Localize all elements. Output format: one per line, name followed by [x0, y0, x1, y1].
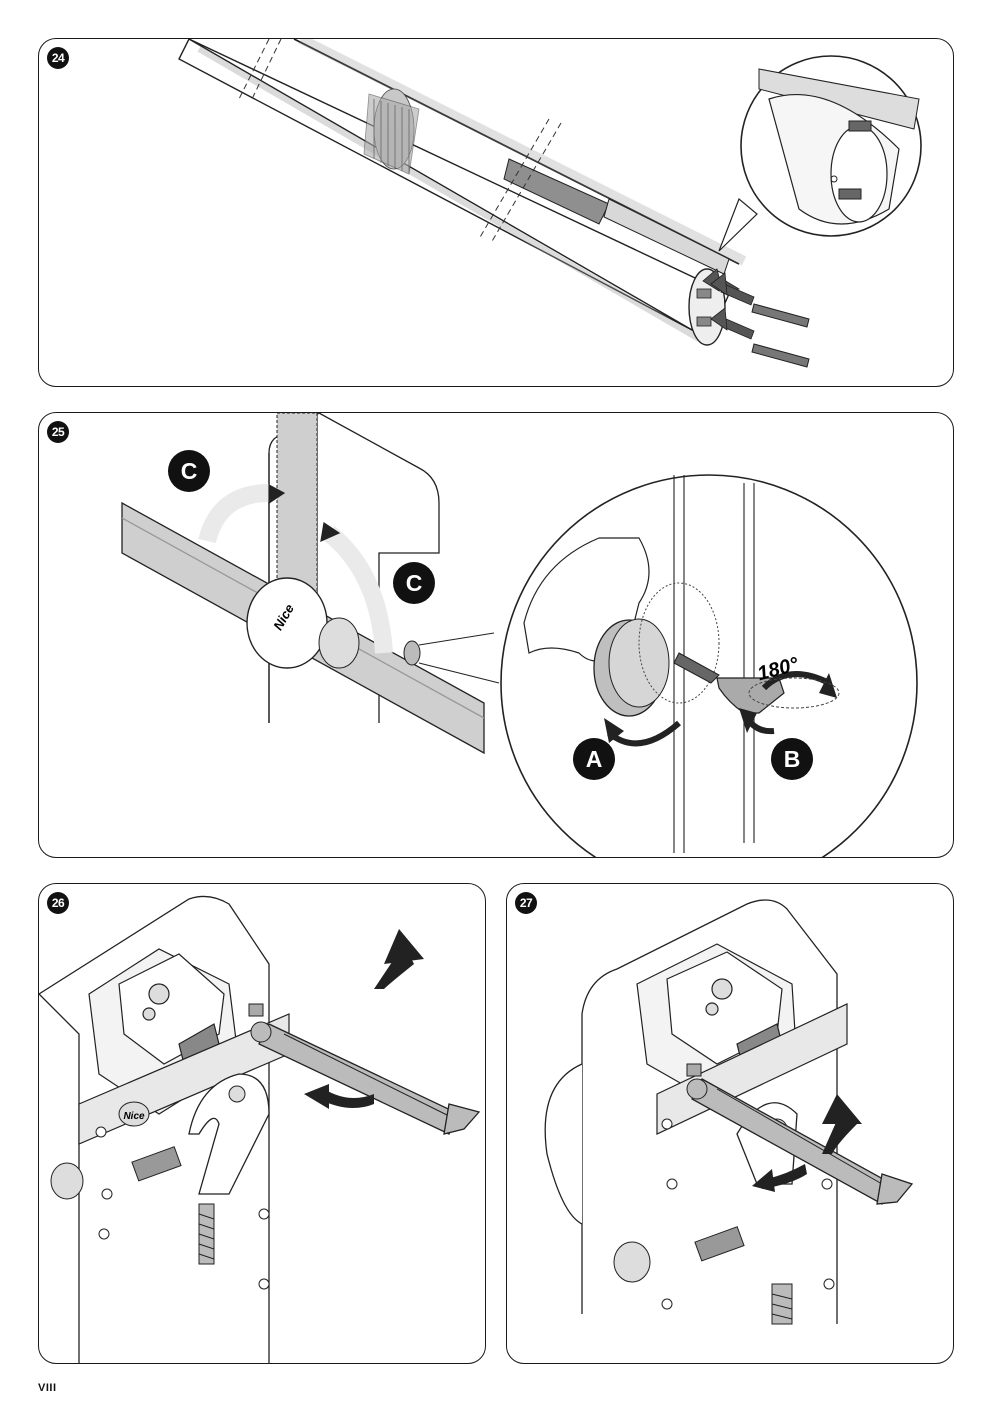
plate-brand-logo: Nice — [123, 1111, 145, 1122]
boom-hub: Nice — [246, 577, 360, 669]
balancing-arm — [188, 1073, 270, 1195]
callout-b-circle — [771, 738, 813, 780]
figure-27-illustration — [544, 899, 914, 1325]
figure-25-illustration: Nice C C — [121, 413, 918, 857]
figure-24-panel: 24 — [38, 38, 954, 387]
callout-c-top-arrow — [198, 484, 286, 544]
release-knob — [50, 1162, 84, 1200]
figure-26-panel: 26 — [38, 883, 486, 1364]
wrench — [250, 1021, 481, 1135]
plate-brand-badge — [118, 1101, 150, 1127]
figure-26-number: 26 — [47, 892, 69, 914]
balancing-spring — [771, 1283, 793, 1325]
figure-25-number: 25 — [47, 421, 69, 443]
figure-24-illustration — [178, 39, 922, 368]
callout-a-label: A — [586, 746, 603, 772]
end-cap-inserts — [751, 303, 810, 368]
callout-c-top-label: C — [181, 458, 198, 484]
boom-raised — [276, 413, 318, 599]
page-number: VIII — [38, 1382, 57, 1394]
boom-tube — [178, 39, 747, 342]
figure-26-illustration: Nice — [39, 895, 481, 1363]
figure-24-number: 24 — [47, 47, 69, 69]
fixing-nut — [248, 1003, 264, 1017]
callout-c-right-arrow — [320, 521, 393, 654]
callout-a-circle — [573, 738, 615, 780]
figure-27-number: 27 — [515, 892, 537, 914]
release-lock — [403, 640, 421, 666]
release-detail-magnifier — [500, 474, 918, 857]
boom-spring — [363, 88, 420, 175]
balancing-spring — [198, 1203, 215, 1265]
figure-25-panel: 25 Nice C C — [38, 412, 954, 858]
fixing-nut — [686, 1063, 702, 1077]
wrench-movement-arrows — [752, 1094, 862, 1192]
callout-b-label: B — [784, 746, 801, 772]
figure-27-panel: 27 — [506, 883, 954, 1364]
callout-c-top-circle — [168, 450, 210, 492]
callout-c-right-circle — [393, 562, 435, 604]
wrench-movement-arrows — [304, 929, 424, 1109]
release-knob — [613, 1241, 651, 1283]
boom-break-marks — [238, 39, 562, 244]
insert-arrows — [702, 268, 755, 340]
callout-c-right-label: C — [406, 570, 423, 596]
detail-magnifier — [718, 55, 922, 252]
wrench — [686, 1078, 914, 1205]
